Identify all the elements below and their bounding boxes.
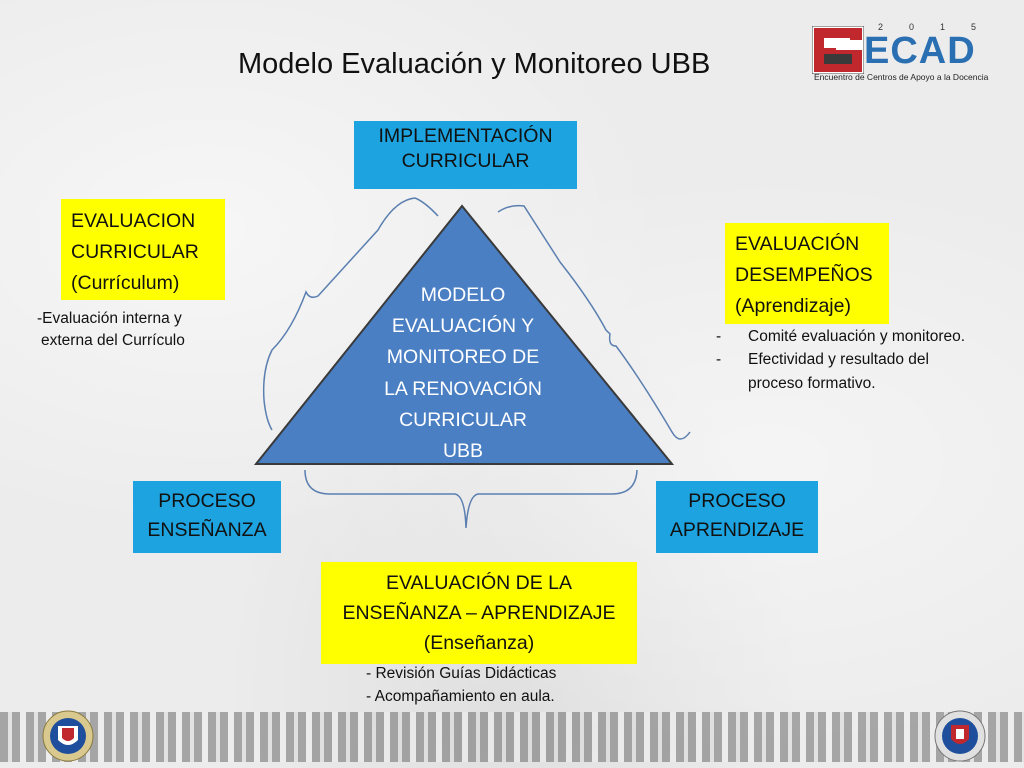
ecad-logo: 2015 ECAD Encuentro de Centros de Apoyo … <box>812 22 994 84</box>
page-title: Modelo Evaluación y Monitoreo UBB <box>238 48 711 80</box>
right-university-seal-icon <box>934 710 986 762</box>
ecad-emblem-icon <box>812 26 864 74</box>
list-item: Comité evaluación y monitoreo. <box>716 325 965 349</box>
right-brace <box>497 204 691 440</box>
logo-subtitle: Encuentro de Centros de Apoyo a la Docen… <box>814 72 989 82</box>
decorative-footer-band <box>0 712 1024 762</box>
logo-year: 2015 <box>878 22 1003 32</box>
evaluacion-desempenos-box: EVALUACIÓN DESEMPEÑOS (Aprendizaje) <box>725 223 889 324</box>
central-triangle <box>253 204 675 465</box>
evaluacion-ensenanza-box: EVALUACIÓN DE LA ENSEÑANZA – APRENDIZAJE… <box>321 562 637 664</box>
proceso-ensenanza-box: PROCESO ENSEÑANZA <box>133 481 281 553</box>
list-item: - Acompañamiento en aula. <box>366 688 555 706</box>
evaluacion-desempenos-notes: Comité evaluación y monitoreo. Efectivid… <box>716 325 965 395</box>
evaluacion-curricular-note: -Evaluación interna y externa del Curríc… <box>37 310 185 350</box>
proceso-aprendizaje-box: PROCESO APRENDIZAJE <box>656 481 818 553</box>
list-item: - Revisión Guías Didácticas <box>366 665 557 682</box>
triangle-label: MODELO EVALUACIÓN Y MONITOREO DE LA RENO… <box>384 284 542 462</box>
implementacion-curricular-box: IMPLEMENTACIÓN CURRICULAR <box>354 121 577 189</box>
left-university-seal-icon <box>42 710 94 762</box>
list-item: Efectividad y resultado del <box>716 348 965 372</box>
evaluacion-curricular-box: EVALUACION CURRICULAR (Currículum) <box>61 199 225 300</box>
left-brace <box>262 197 416 431</box>
bottom-brace <box>304 469 638 529</box>
logo-wordmark: ECAD <box>864 30 976 72</box>
evaluacion-ensenanza-notes: - Revisión Guías Didácticas - Acompañami… <box>366 662 556 709</box>
